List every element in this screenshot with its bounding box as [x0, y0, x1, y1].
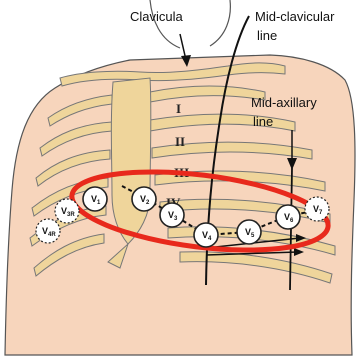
electrode-v3: V3	[160, 203, 184, 227]
electrode-v2: V2	[132, 187, 156, 211]
rib-label-2: II	[175, 134, 185, 149]
mid-clavicular-label-2: line	[257, 28, 277, 44]
electrode-v4r: V4R	[36, 219, 60, 243]
electrode-v1: V1	[83, 187, 107, 211]
electrode-v7: V7	[305, 197, 329, 221]
electrode-v3r: V3R	[55, 199, 79, 223]
mid-axillary-label-2: line	[253, 114, 273, 130]
rib-label-1: I	[176, 101, 181, 116]
electrode-v6: V6	[276, 205, 300, 229]
sternum	[111, 78, 151, 244]
electrode-v4: V4	[194, 223, 218, 247]
mid-clavicular-label-1: Mid-clavicular	[255, 9, 334, 25]
electrode-v5: V5	[237, 220, 261, 244]
mid-axillary-label-1: Mid-axillary	[251, 95, 317, 111]
clavicula-label: Clavicula	[130, 9, 183, 25]
